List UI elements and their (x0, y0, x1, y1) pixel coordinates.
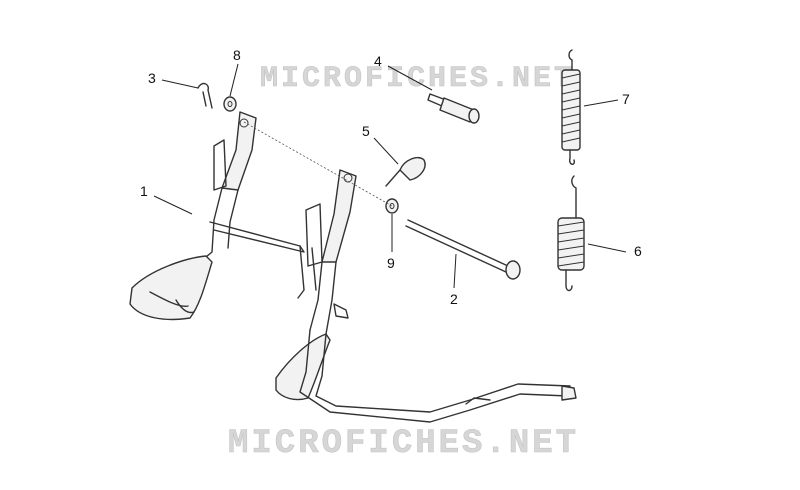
callout-7: 7 (622, 91, 630, 107)
washer-8 (223, 96, 237, 112)
watermark-top: MICROFICHES.NET (260, 62, 575, 96)
callout-4: 4 (374, 53, 382, 69)
leader-lines (153, 63, 627, 289)
cotter-pin (197, 82, 213, 109)
spring-long (561, 49, 581, 165)
callout-1: 1 (140, 183, 148, 199)
callout-6: 6 (634, 243, 642, 259)
rubber-pad (385, 156, 426, 187)
callout-2: 2 (450, 291, 458, 307)
callout-8: 8 (233, 47, 241, 63)
watermark-bottom: MICROFICHES.NET (228, 425, 579, 463)
callout-9: 9 (387, 255, 395, 271)
pivot-bolt (405, 219, 521, 280)
stopper-bolt (427, 93, 480, 124)
callout-5: 5 (362, 123, 370, 139)
center-stand (129, 111, 577, 423)
assembly-guide-line (243, 121, 393, 207)
callout-3: 3 (148, 70, 156, 86)
spring-short (557, 175, 585, 292)
